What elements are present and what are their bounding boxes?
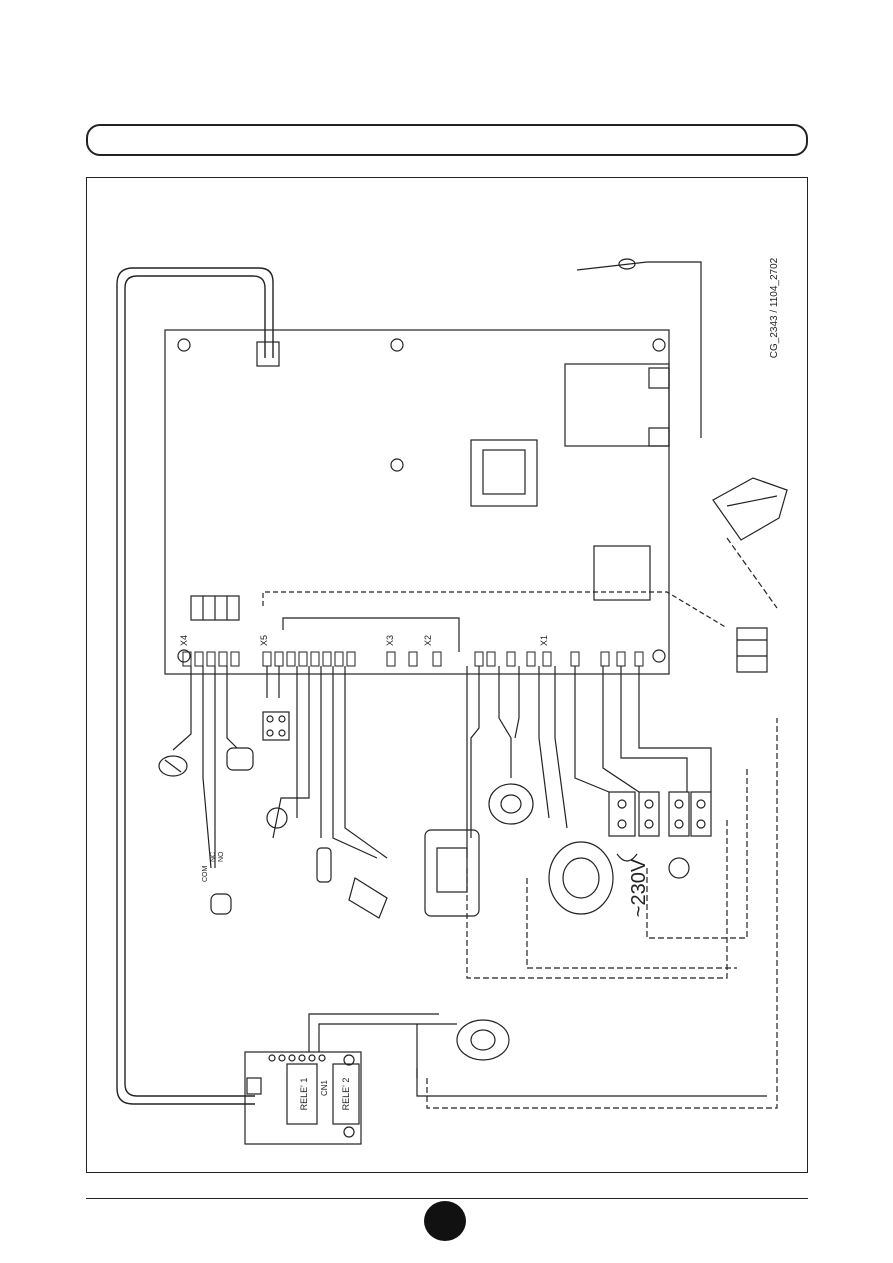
component-fan xyxy=(548,841,614,915)
connector-x4 xyxy=(182,651,240,667)
cn1-label: CN1 xyxy=(320,1079,329,1096)
relay1-label: RELE' 1 xyxy=(299,1078,309,1111)
connector-label-x3: X3 xyxy=(385,635,395,646)
component-circulation-pump xyxy=(488,783,534,825)
mount-hole xyxy=(652,649,666,663)
page-number-badge xyxy=(424,1201,466,1241)
component-sensor-ntc xyxy=(158,755,188,777)
fuse-symbol xyxy=(668,857,690,879)
reference-code: CG_2343 / 1104_2702 xyxy=(769,257,780,358)
connector-x3-x1 xyxy=(386,651,644,667)
connector-label-x1: X1 xyxy=(539,635,549,646)
wiring-diagram: CG_2343 / 1104_2702 ~230V X4 X5 X3 X2 X1… xyxy=(86,177,808,1173)
component-dhw-sensor xyxy=(348,877,388,919)
burner-bracket xyxy=(712,477,788,541)
component-limit-thermostat xyxy=(210,893,232,915)
connector-label-x4: X4 xyxy=(179,635,189,646)
mount-hole xyxy=(652,338,666,352)
terminal-block-right xyxy=(736,627,768,673)
mains-terminal-strip xyxy=(608,791,712,837)
switch-label-nc: NC xyxy=(210,852,217,862)
connector-label-x2: X2 xyxy=(423,635,433,646)
relay-1 xyxy=(286,1063,318,1125)
switch-label-com: COM xyxy=(202,866,209,883)
zone-pump xyxy=(456,1019,510,1061)
wiring-diagram-svg: CG_2343 / 1104_2702 ~230V X4 X5 X3 X2 X1… xyxy=(116,257,788,1145)
mount-hole xyxy=(390,338,404,352)
relay-terminals xyxy=(268,1054,326,1062)
switch-label-no: NO xyxy=(218,851,225,862)
component-switch-block xyxy=(262,711,290,741)
component-gas-valve xyxy=(424,829,480,917)
title-bar xyxy=(86,124,808,156)
mount-hole xyxy=(177,338,191,352)
relay2-label: RELE' 2 xyxy=(341,1078,351,1111)
control-board xyxy=(164,329,670,675)
board-relay-block xyxy=(564,363,670,447)
component-pressure-switch xyxy=(226,747,254,771)
board-chip xyxy=(593,545,651,601)
footer-rule xyxy=(86,1198,808,1199)
voltage-label: ~230V xyxy=(628,858,650,917)
mount-hole xyxy=(390,458,404,472)
connector-label-x5: X5 xyxy=(259,635,269,646)
relay-board xyxy=(244,1051,362,1145)
board-transformer xyxy=(470,439,538,507)
mount-hole xyxy=(177,649,191,663)
connector-x5 xyxy=(262,651,356,667)
component-temp-sensor xyxy=(316,847,332,883)
component-flow-switch xyxy=(266,807,288,829)
